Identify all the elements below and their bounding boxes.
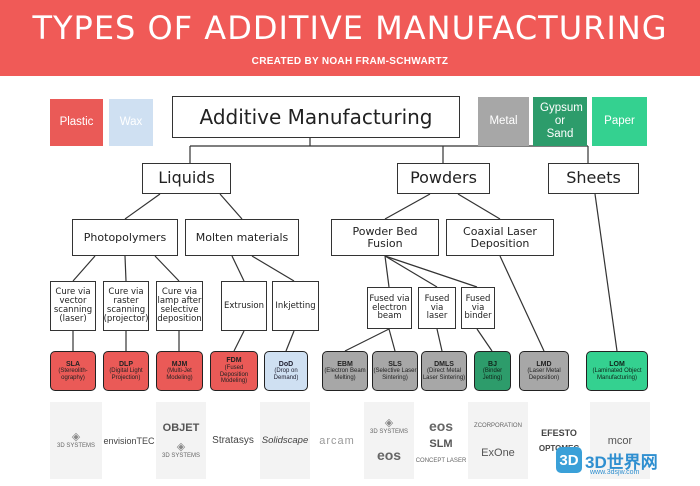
3d-systems-icon: ◈ [71,431,81,443]
node-extrusion: Extrusion [221,281,267,331]
node-cure-lamp: Cure via lamp after selective deposition [156,281,203,331]
logo-arcam-text: arcam [319,434,355,447]
logo-mcor-text: mcor [607,434,633,447]
logo-3d-systems-sls-text: 3D SYSTEMS [369,429,408,435]
node-additive-manufacturing: Additive Manufacturing [172,96,460,138]
legend-gypsum-sand-label: Gypsum or Sand [540,101,583,141]
legend-metal: Metal [478,97,529,146]
process-ebm: EBM (Electron Beam Melting) [322,351,368,391]
process-dlp-full: (Digital Light Projection) [109,368,143,381]
process-sla-full: (Stereolith-ography) [58,368,88,381]
legend-paper: Paper [592,97,647,146]
logo-zcorporation-text: ZCORPORATION [474,422,522,429]
logo-arcam: arcam [311,402,363,479]
logo-eos-dmls-text: eos [428,417,454,434]
process-fdm-abbr: FDM [226,357,242,365]
process-sla: SLA (Stereolith-ography) [50,351,96,391]
node-coaxial-laser-deposition-label: Coaxial Laser Deposition [463,224,537,250]
process-sls: SLS (Selective Laser Sintering) [372,351,418,391]
logo-objet: OBJET ◈ 3D SYSTEMS [156,402,206,479]
node-powder-bed-fusion-label: Powder Bed Fusion [352,224,418,250]
logo-stratasys-text: Stratasys [212,435,254,446]
node-liquids: Liquids [142,163,231,194]
watermark-text: 3D世界网 [585,452,658,472]
node-fused-binder: Fused via binder [461,287,495,329]
logo-zcorp-exone: ZCORPORATION ExOne [468,402,528,479]
legend-plastic-label: Plastic [59,115,94,128]
process-fdm-full: (Fused Deposition Modeling) [219,364,249,385]
header-banner: TYPES OF ADDITIVE MANUFACTURING CREATED … [0,0,700,76]
logo-solidscape: Solidscape [260,402,310,479]
node-powders: Powders [397,163,490,194]
logo-slm-text: SLM [429,437,453,450]
process-mjm: MJM (Multi-Jet Modeling) [156,351,203,391]
process-sls-abbr: SLS [388,360,402,368]
process-dod: DoD (Drop on Demand) [264,351,308,391]
logo-3d-systems-sla-text: 3D SYSTEMS [56,443,95,449]
process-ebm-abbr: EBM [337,360,353,368]
node-fused-electron: Fused via electron beam [367,287,412,329]
node-coaxial-laser-deposition: Coaxial Laser Deposition [446,219,554,256]
logo-efesto-text: EFESTO [541,428,577,438]
logo-concept-laser-text: CONCEPT LASER [415,457,467,464]
logo-envisiontec: envisionTEC [103,402,155,479]
cube-icon: 3D [556,447,582,473]
process-dmls-full: (Direct Metal Laser Sintering) [422,368,466,381]
process-bj: BJ (Binder Jetting) [474,351,511,391]
logo-solidscape-text: Solidscape [261,435,309,446]
process-bj-abbr: BJ [488,360,497,368]
process-dod-full: (Drop on Demand) [273,368,299,381]
process-sla-abbr: SLA [66,360,80,368]
logo-objet-text: OBJET [162,422,200,434]
node-molten-materials: Molten materials [185,219,299,256]
process-lom: LOM (Laminated Object Manufacturing) [586,351,648,391]
site-watermark: 3D 3D世界网 www.3dsjw.com [556,447,658,476]
node-powder-bed-fusion: Powder Bed Fusion [331,219,439,256]
legend-metal-label: Metal [489,114,518,127]
node-sheets: Sheets [548,163,639,194]
logo-eos-slm-concept-laser: eos SLM CONCEPT LASER [415,402,467,479]
legend-gypsum-sand: Gypsum or Sand [533,97,587,146]
process-fdm: FDM (Fused Deposition Modeling) [210,351,258,391]
logo-eos-sls-text: eos [376,447,402,463]
node-fused-laser: Fused via laser [418,287,456,329]
process-bj-full: (Binder Jetting) [482,368,503,381]
logo-mcor: mcor [590,402,650,479]
process-sls-full: (Selective Laser Sintering) [373,368,417,381]
logo-envisiontec-text: envisionTEC [103,435,155,446]
process-dmls: DMLS (Direct Metal Laser Sintering) [421,351,467,391]
node-cure-vector: Cure via vector scanning (laser) [50,281,96,331]
legend-plastic: Plastic [50,99,103,146]
process-mjm-full: (Multi-Jet Modeling) [166,368,193,381]
process-lmd: LMD (Laser Metal Deposition) [519,351,569,391]
logo-3d-systems-sla: ◈ 3D SYSTEMS [50,402,102,479]
process-dmls-abbr: DMLS [434,360,454,368]
watermark-url: www.3dsjw.com [590,469,640,476]
3d-systems-icon: ◈ [176,441,186,453]
logo-3d-systems-eos: ◈ 3D SYSTEMS eos [364,402,414,479]
legend-wax: Wax [109,99,153,146]
process-dlp-abbr: DLP [119,360,133,368]
process-lom-abbr: LOM [609,360,625,368]
process-dlp: DLP (Digital Light Projection) [103,351,149,391]
page-subtitle: CREATED BY NOAH FRAM-SCHWARTZ [251,56,449,67]
process-lmd-full: (Laser Metal Deposition) [527,368,561,381]
legend-paper-label: Paper [604,114,635,127]
3d-systems-icon: ◈ [384,417,394,429]
process-lom-full: (Laminated Object Manufacturing) [592,368,642,381]
node-inkjetting: Inkjetting [272,281,319,331]
process-dod-abbr: DoD [278,360,294,368]
page-title: TYPES OF ADDITIVE MANUFACTURING [32,9,668,47]
process-lmd-abbr: LMD [536,360,552,368]
legend-wax-label: Wax [119,115,143,128]
logo-exone-text: ExOne [481,446,515,459]
node-photopolymers: Photopolymers [72,219,178,256]
logo-stratasys: Stratasys [207,402,259,479]
process-ebm-full: (Electron Beam Melting) [324,368,366,381]
process-mjm-abbr: MJM [171,360,188,368]
node-cure-raster: Cure via raster scanning (projector) [103,281,149,331]
logo-3d-systems-mjm-text: 3D SYSTEMS [161,453,200,459]
